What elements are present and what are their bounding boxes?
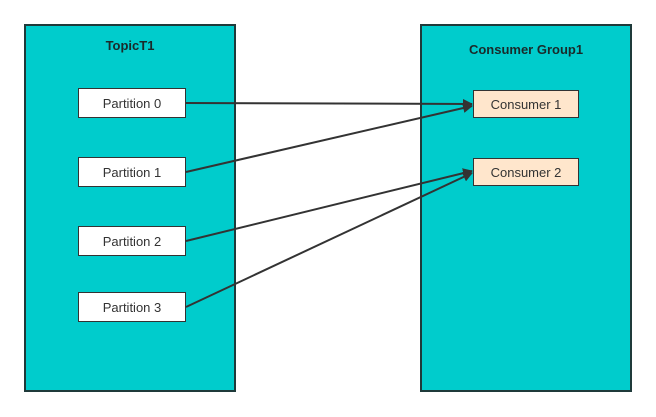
consumer-1-node[interactable]: Consumer 1 xyxy=(473,90,579,118)
consumer-2-node[interactable]: Consumer 2 xyxy=(473,158,579,186)
consumer-group-container: Consumer Group1 xyxy=(420,24,632,392)
topic-title: TopicT1 xyxy=(105,38,155,53)
partition-0-node[interactable]: Partition 0 xyxy=(78,88,186,118)
consumer-group-title: Consumer Group1 xyxy=(468,42,584,57)
topic-container: TopicT1 xyxy=(24,24,236,392)
partition-3-node[interactable]: Partition 3 xyxy=(78,292,186,322)
partition-1-node[interactable]: Partition 1 xyxy=(78,157,186,187)
partition-2-node[interactable]: Partition 2 xyxy=(78,226,186,256)
